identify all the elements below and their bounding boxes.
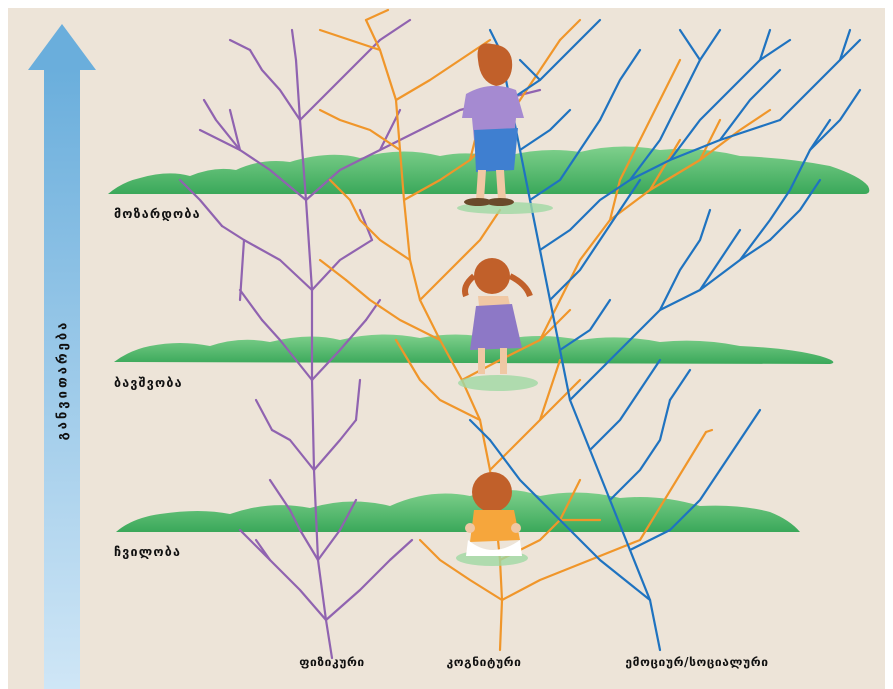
stage-label-infancy: ჩვილობა	[114, 544, 181, 559]
physical-branch-line	[222, 226, 312, 290]
emotional-branch-line	[670, 370, 690, 400]
physical-branch-line	[300, 40, 380, 120]
domain-label-cognitive: კოგნიტური	[446, 655, 521, 669]
physical-branch-line	[312, 240, 372, 290]
physical-branch-line	[380, 20, 410, 40]
stage-label-adolescence: მოზარდობა	[114, 206, 201, 221]
emotional-branches	[470, 20, 860, 650]
emotional-branch-line	[660, 210, 710, 310]
cognitive-branch-line	[320, 110, 400, 150]
cognitive-branch-line	[560, 20, 580, 40]
emotional-branch-line	[670, 40, 790, 160]
domain-label-emotional: ემოციურ/სოციალური	[625, 655, 768, 669]
physical-branch-line	[230, 40, 250, 50]
physical-branch-line	[240, 290, 262, 320]
physical-branch-line	[256, 540, 326, 620]
physical-branch-line	[326, 540, 412, 620]
cognitive-branch-line	[350, 200, 410, 260]
cognitive-branch-line	[610, 60, 680, 220]
emotional-branch-line	[680, 30, 700, 60]
emotional-branch-line	[520, 110, 570, 150]
emotional-branch-line	[580, 20, 600, 40]
emotional-branch-line	[720, 410, 760, 470]
physical-branch-line	[292, 30, 296, 60]
emotional-branch-line	[520, 60, 540, 80]
physical-branch-line	[250, 50, 300, 120]
emotional-branch-line	[590, 390, 640, 450]
emotional-branch-line	[510, 40, 580, 100]
emotional-branch-line	[570, 240, 770, 400]
physical-branch-line	[356, 380, 360, 420]
physical-branch-line	[272, 430, 314, 470]
child-figure	[458, 258, 538, 391]
development-axis-label: განვითარება	[56, 320, 71, 441]
emotional-branch-line	[700, 230, 740, 290]
emotional-branch-line	[810, 90, 860, 150]
physical-branch-line	[314, 420, 356, 470]
emotional-branch-line	[610, 400, 670, 500]
cognitive-branch-line	[420, 540, 502, 600]
cognitive-branch-line	[366, 10, 388, 20]
emotional-branch-line	[640, 360, 660, 390]
stage-label-childhood: ბავშვობა	[114, 375, 183, 390]
cognitive-branch-line	[706, 430, 712, 432]
physical-branch-line	[240, 530, 270, 560]
cognitive-branches	[320, 10, 770, 650]
hill-3	[116, 490, 800, 532]
emotional-branch-line	[600, 50, 640, 120]
physical-branch-line	[256, 400, 272, 430]
domain-label-physical: ფიზიკური	[299, 655, 365, 669]
